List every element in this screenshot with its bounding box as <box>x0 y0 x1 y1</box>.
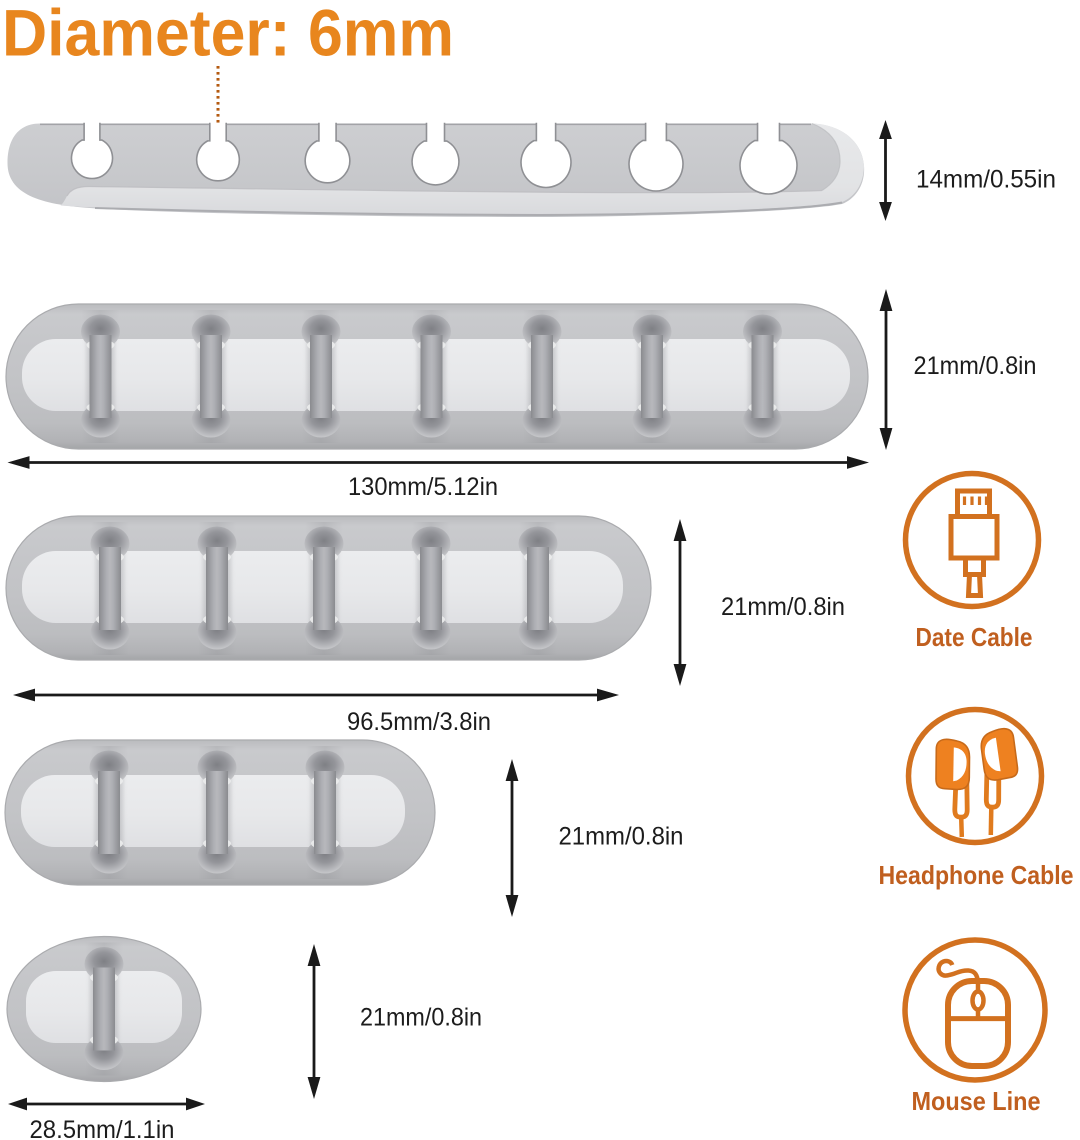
svg-text:21mm/0.8in: 21mm/0.8in <box>914 352 1037 380</box>
svg-text:96.5mm/3.8in: 96.5mm/3.8in <box>347 708 491 736</box>
svg-text:21mm/0.8in: 21mm/0.8in <box>721 593 845 621</box>
svg-text:28.5mm/1.1in: 28.5mm/1.1in <box>30 1116 175 1140</box>
svg-text:Date Cable: Date Cable <box>916 622 1033 652</box>
svg-text:21mm/0.8in: 21mm/0.8in <box>360 1004 482 1032</box>
svg-text:Mouse Line: Mouse Line <box>912 1086 1041 1116</box>
svg-text:21mm/0.8in: 21mm/0.8in <box>559 823 684 851</box>
svg-text:14mm/0.55in: 14mm/0.55in <box>916 166 1056 194</box>
svg-text:Diameter: 6mm: Diameter: 6mm <box>2 0 454 70</box>
svg-text:130mm/5.12in: 130mm/5.12in <box>348 473 498 501</box>
svg-text:Headphone Cable: Headphone Cable <box>879 860 1074 890</box>
